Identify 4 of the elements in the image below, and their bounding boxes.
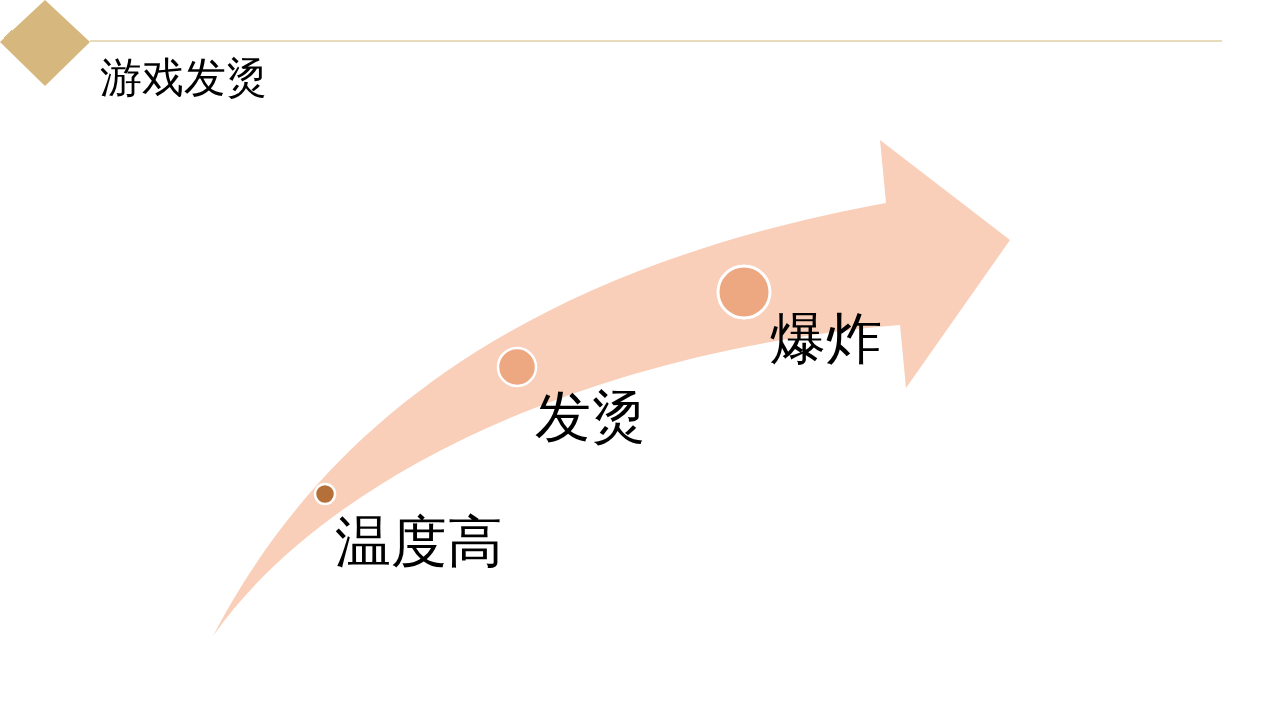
slide-title: 游戏发烫	[100, 52, 268, 104]
stage-label: 发烫	[535, 383, 647, 451]
stage-label: 爆炸	[770, 305, 882, 373]
stage-label: 温度高	[335, 508, 503, 576]
